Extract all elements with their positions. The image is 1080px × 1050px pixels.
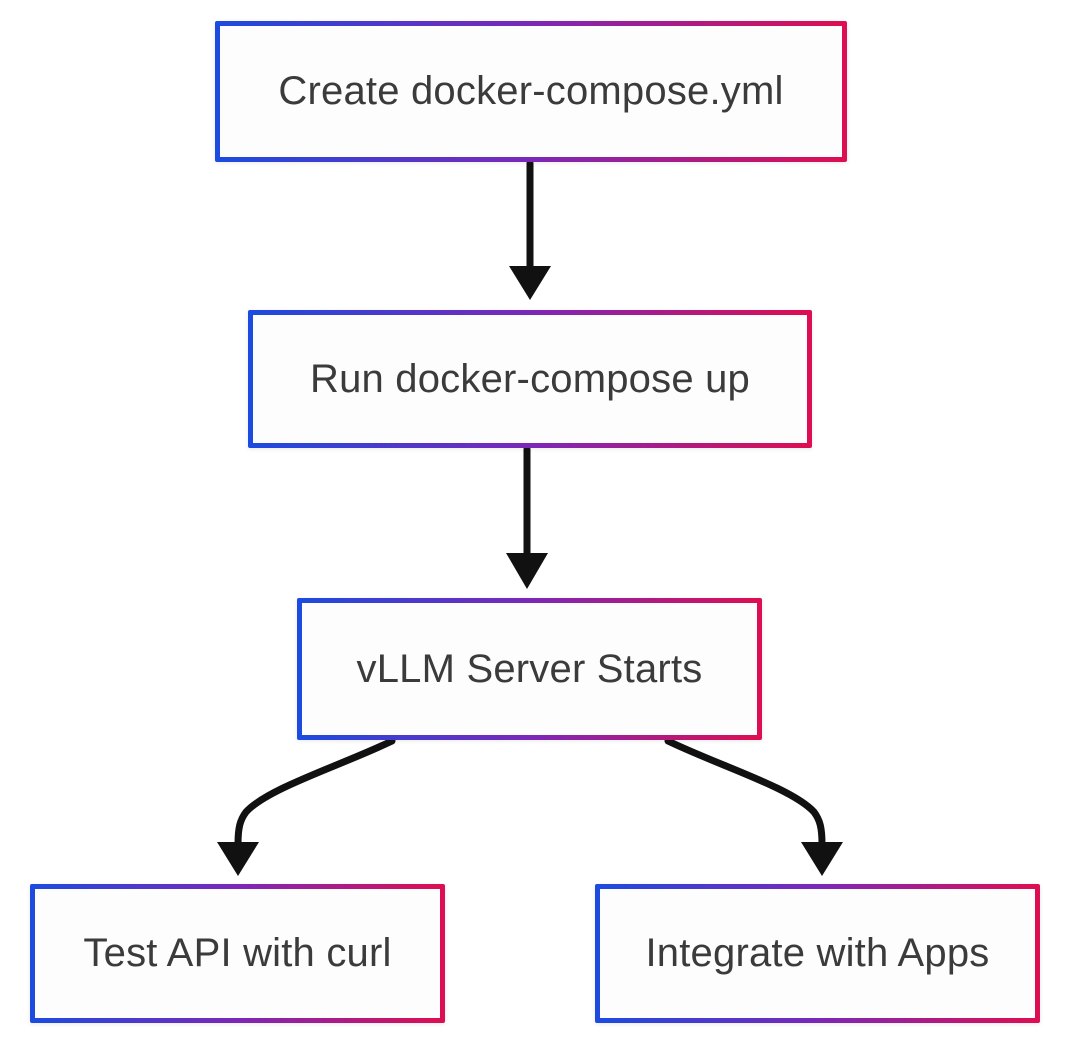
- node-label: Integrate with Apps: [645, 931, 990, 975]
- node-body: Run docker-compose up: [253, 315, 807, 443]
- node-body: Integrate with Apps: [600, 889, 1035, 1018]
- edge-create-to-run: [509, 159, 551, 300]
- node-vllm-server-starts: vLLM Server Starts: [297, 598, 762, 740]
- arrow-down-icon: [217, 842, 259, 876]
- edge-run-to-server: [506, 445, 548, 589]
- edge-line: [234, 737, 396, 848]
- node-label: Run docker-compose up: [310, 356, 750, 401]
- edge-line: [664, 737, 826, 848]
- node-label: vLLM Server Starts: [356, 646, 703, 691]
- node-body: Create docker-compose.yml: [220, 26, 842, 157]
- node-integrate-with-apps: Integrate with Apps: [595, 884, 1040, 1023]
- arrow-down-icon: [801, 842, 843, 876]
- edge-server-to-integrate: [664, 737, 843, 876]
- node-run-docker-compose-up: Run docker-compose up: [248, 310, 812, 448]
- node-label: Test API with curl: [83, 931, 392, 975]
- arrow-down-icon: [509, 266, 551, 300]
- node-test-api-with-curl: Test API with curl: [30, 884, 445, 1023]
- node-create-docker-compose: Create docker-compose.yml: [215, 21, 847, 162]
- node-label: Create docker-compose.yml: [278, 69, 784, 113]
- edge-server-to-test: [217, 737, 396, 876]
- node-body: Test API with curl: [35, 889, 440, 1018]
- arrow-down-icon: [506, 553, 548, 589]
- node-body: vLLM Server Starts: [302, 603, 757, 735]
